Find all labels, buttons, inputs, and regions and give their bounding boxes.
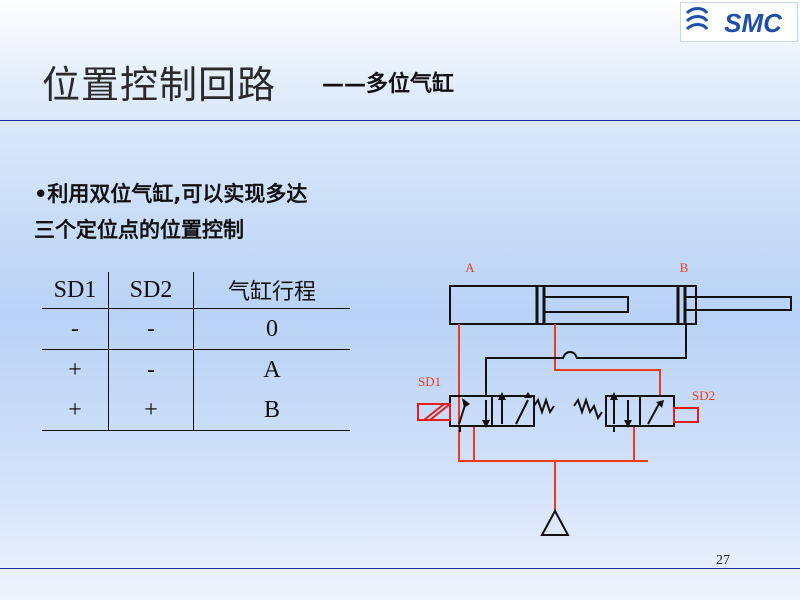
table-cell: + — [42, 390, 109, 431]
header-divider — [0, 120, 800, 121]
valve-sd2 — [573, 395, 675, 432]
valve-sd1-exhaust — [456, 425, 464, 432]
table-cell: + — [42, 349, 109, 390]
slide-subtitle: ——多位气缸 — [322, 72, 455, 97]
bullet-line-2: 三个定位点的位置控制 — [34, 218, 244, 242]
smc-logo: SMC — [680, 2, 798, 42]
valve-sd2-arrowheads — [610, 392, 664, 428]
solenoid-sd1-label: SD1 — [418, 374, 441, 389]
page-number: 27 — [716, 553, 730, 568]
table-cell: 0 — [193, 308, 350, 350]
inner-piston-rod — [543, 296, 629, 313]
pressure-source-icon — [540, 508, 570, 536]
smc-logo-mark: SMC — [685, 7, 783, 38]
table-row: + + B — [42, 390, 350, 431]
footer-divider — [0, 568, 800, 569]
multi-position-cylinder — [449, 285, 792, 325]
table-header-stroke: 气缸行程 — [193, 272, 350, 309]
solenoid-sd2-label: SD2 — [692, 388, 715, 403]
table-header-sd1: SD1 — [42, 272, 109, 309]
table-row: - - 0 — [42, 308, 350, 350]
table-cell: + — [108, 390, 194, 431]
table-header-row: SD1 SD2 气缸行程 — [42, 272, 350, 309]
port-a-label: A — [465, 260, 475, 275]
cylinder-barrel — [449, 285, 697, 325]
table-header-sd2: SD2 — [108, 272, 194, 309]
valve-sd1-arrowheads — [462, 392, 532, 428]
pressure-lines — [458, 324, 661, 511]
state-table: SD1 SD2 气缸行程 - - 0 + - A + + B — [42, 272, 350, 431]
bullet-line-1: •利用双位气缸,可以实现多达 — [34, 182, 308, 206]
table-cell: - — [42, 308, 109, 350]
solenoid-sd2 — [673, 407, 699, 423]
valve-sd2-exhaust — [610, 425, 618, 432]
table-cell: A — [263, 356, 281, 383]
table-cell: B — [193, 390, 350, 431]
valve-sd1-spring — [533, 396, 555, 416]
table-cell: - — [108, 349, 194, 390]
valve-sd2-arrow-3 — [647, 401, 661, 425]
outer-piston-rod — [684, 296, 792, 311]
table-cell: - — [108, 308, 194, 350]
valve-sd1-arrow-4 — [515, 399, 529, 425]
port-b-label: B — [680, 260, 689, 275]
slide-title: 位置控制回路 — [42, 63, 277, 107]
solenoid-sd1 — [417, 403, 451, 421]
table-row: + - A — [42, 349, 350, 390]
logo-text: SMC — [724, 8, 783, 38]
valve-sd2-spring — [573, 396, 603, 421]
working-lines — [485, 324, 687, 396]
